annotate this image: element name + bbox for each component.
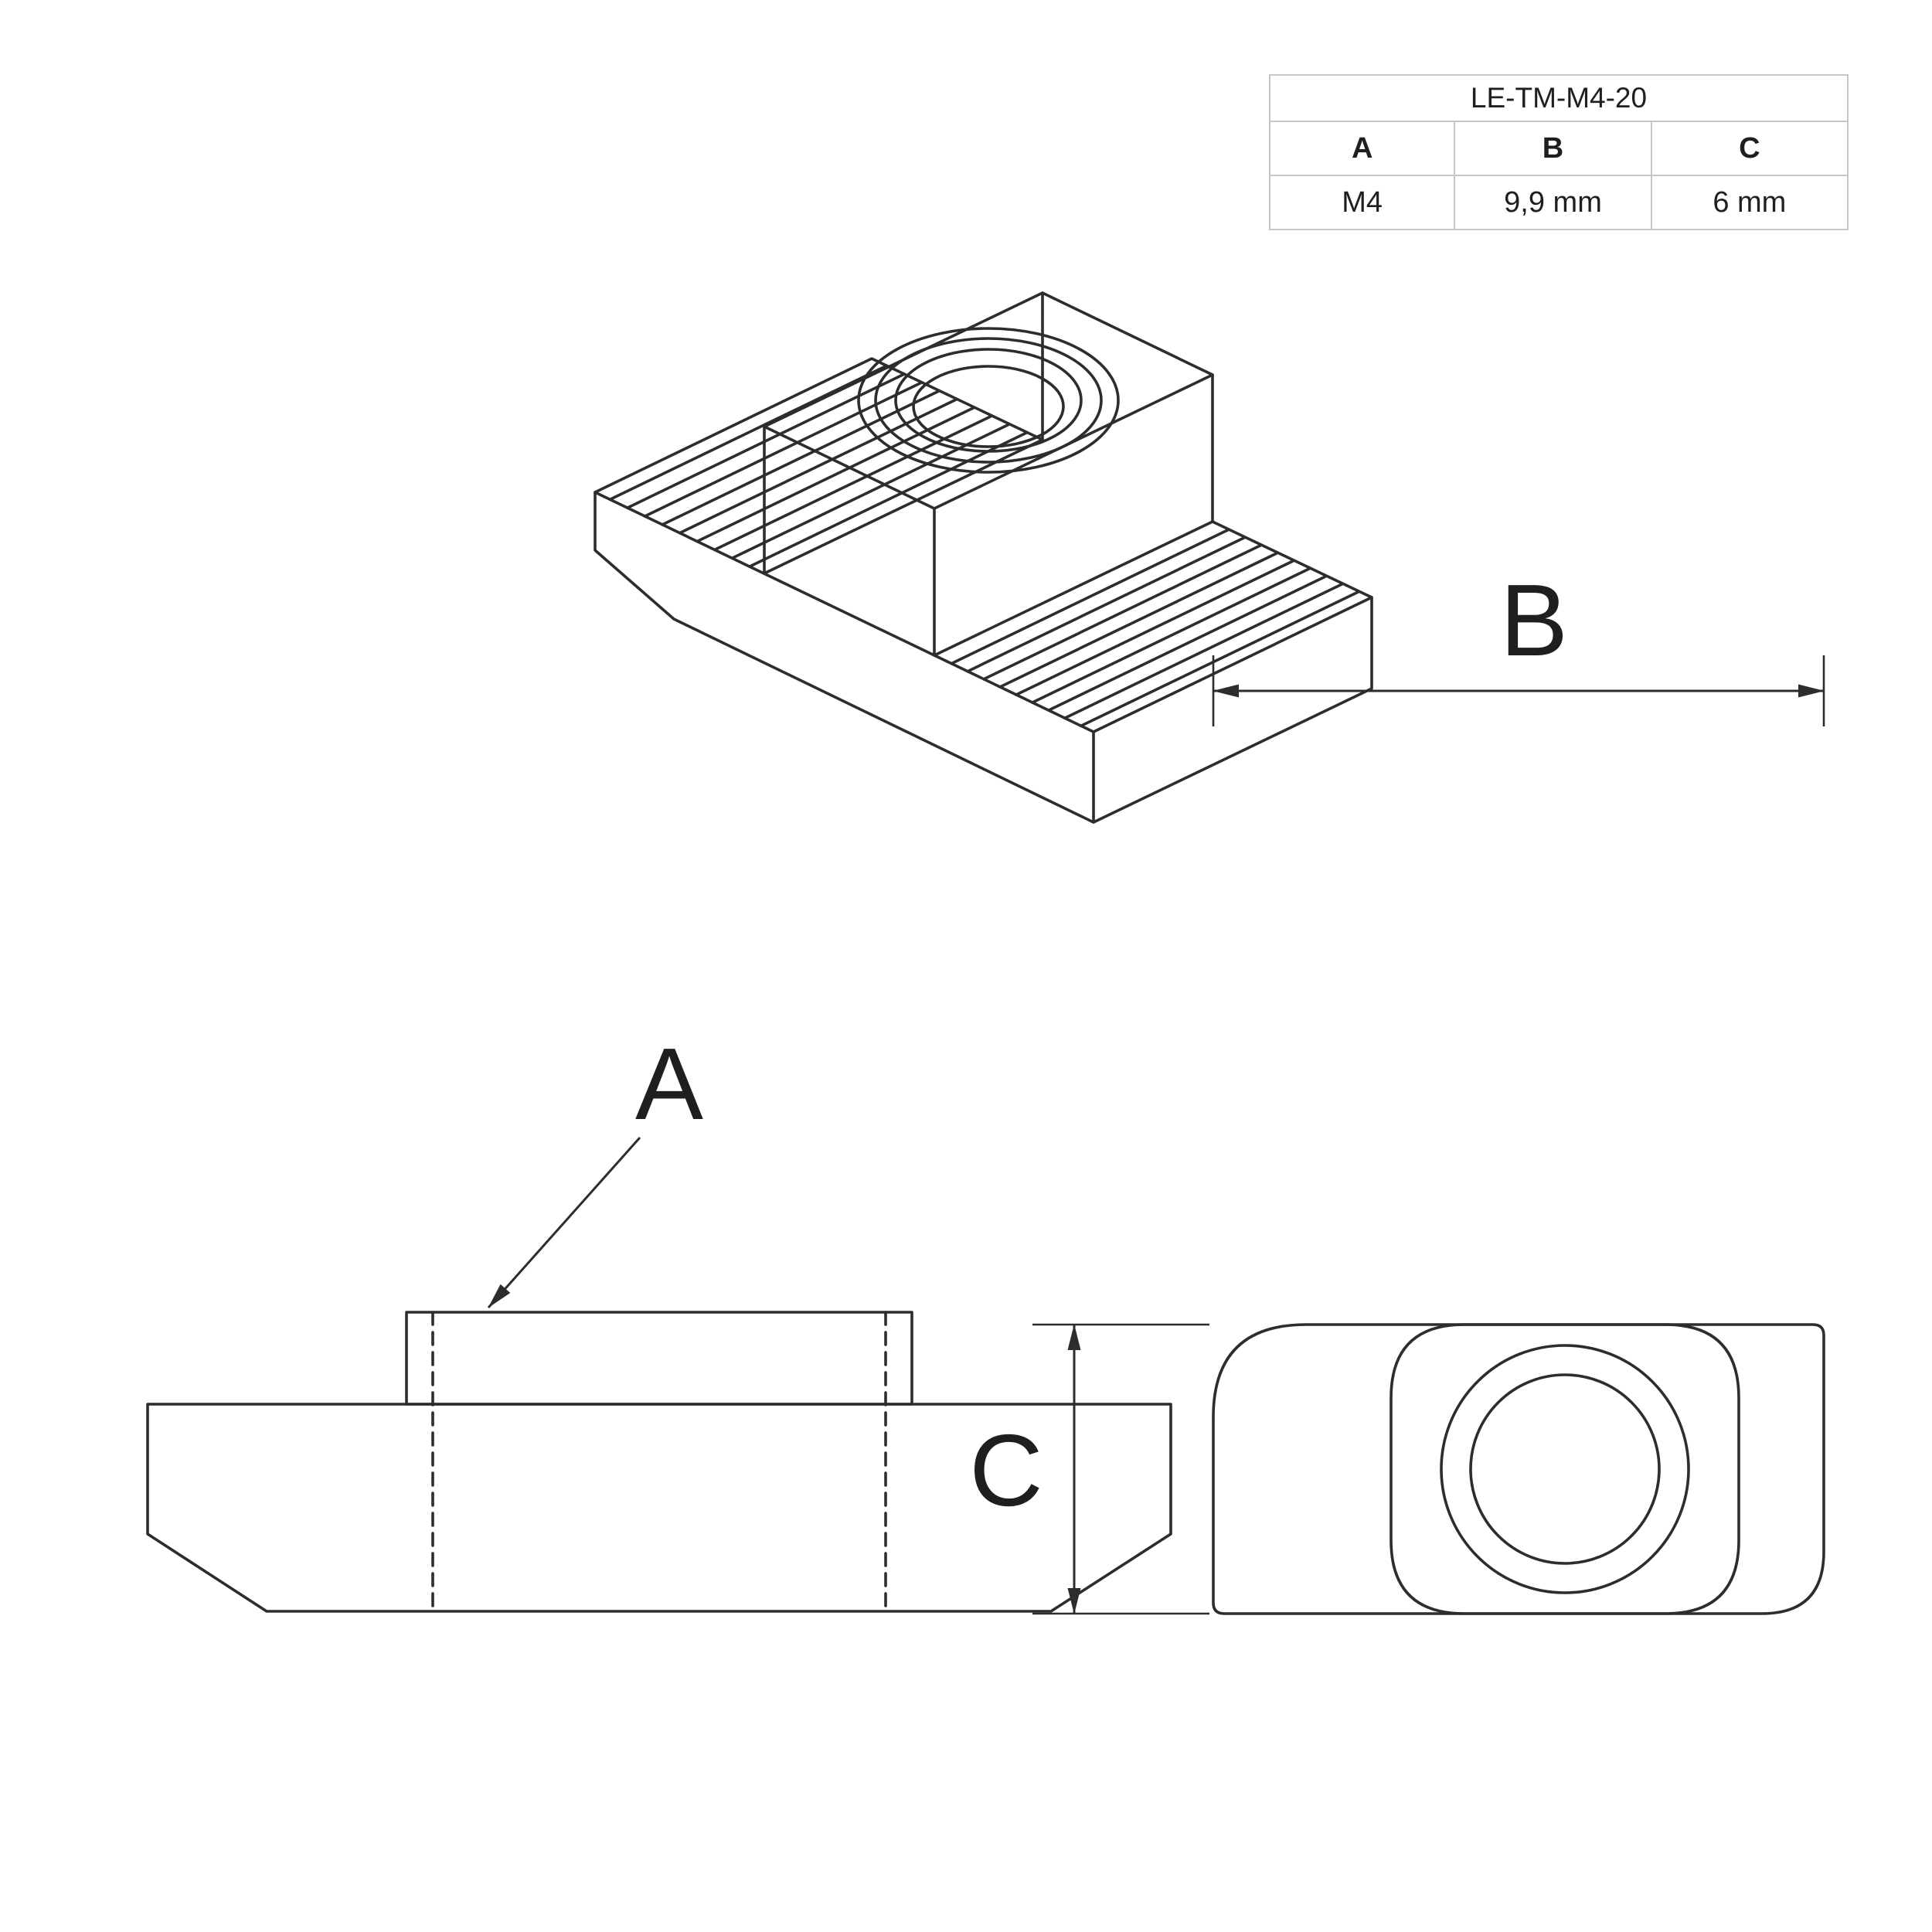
value-a: M4 [1268,175,1456,230]
serration-line [696,406,975,543]
end-view [1212,1323,1825,1615]
col-header-b: B [1454,121,1652,176]
iso-threaded-hole [857,327,1120,474]
isometric-view [594,291,1373,824]
dimension-b: B [1212,563,1825,726]
serration-line [1080,590,1359,728]
hole-bore-ellipse [894,348,1083,453]
iso-edges [594,291,1373,824]
dimension-a-label: A [635,1027,703,1141]
side-block-outline [405,1311,913,1406]
spec-table: LE-TM-M4-20 A B C M4 9,9 mm 6 mm [1268,74,1849,230]
end-hole-inner [1469,1373,1661,1565]
serration-line [678,397,958,535]
serration-line [998,552,1278,689]
spec-table-grid: LE-TM-M4-20 A B C M4 9,9 mm 6 mm [1268,74,1849,230]
serration-line [608,364,889,502]
end-hole-outer [1440,1344,1690,1594]
serration-line [1015,560,1294,696]
col-header-c: C [1650,121,1849,176]
serration-line [1031,567,1311,704]
dimension-a: A [487,1027,703,1308]
serration-line [626,372,906,509]
serration-line [982,543,1262,681]
col-header-a: A [1268,121,1456,176]
dimension-b-label: B [1500,563,1568,677]
value-c: 6 mm [1650,175,1849,230]
dimension-c: C [969,1323,1209,1615]
dimension-a-leader [487,1137,641,1308]
serration-line [748,431,1028,568]
side-body-outline [146,1403,1172,1613]
part-number: LE-TM-M4-20 [1269,74,1849,122]
iso-serrations-left [608,364,1028,568]
serration-line [661,389,940,526]
value-b: 9,9 mm [1454,175,1652,230]
end-boss-outline [1389,1323,1740,1615]
serration-line [966,536,1246,673]
iso-serrations-right [950,528,1359,728]
side-view [146,1311,1172,1613]
iso-silhouette [594,291,1373,824]
end-outline [1212,1323,1825,1615]
hole-thread-ellipse [874,337,1103,464]
serration-line [950,528,1230,665]
hole-depth-ellipse [912,365,1065,448]
dimension-c-label: C [969,1413,1043,1527]
hole-chamfer-ellipse [857,327,1120,474]
serration-line [730,423,1011,560]
serration-line [1047,575,1327,712]
serration-line [1063,583,1343,720]
